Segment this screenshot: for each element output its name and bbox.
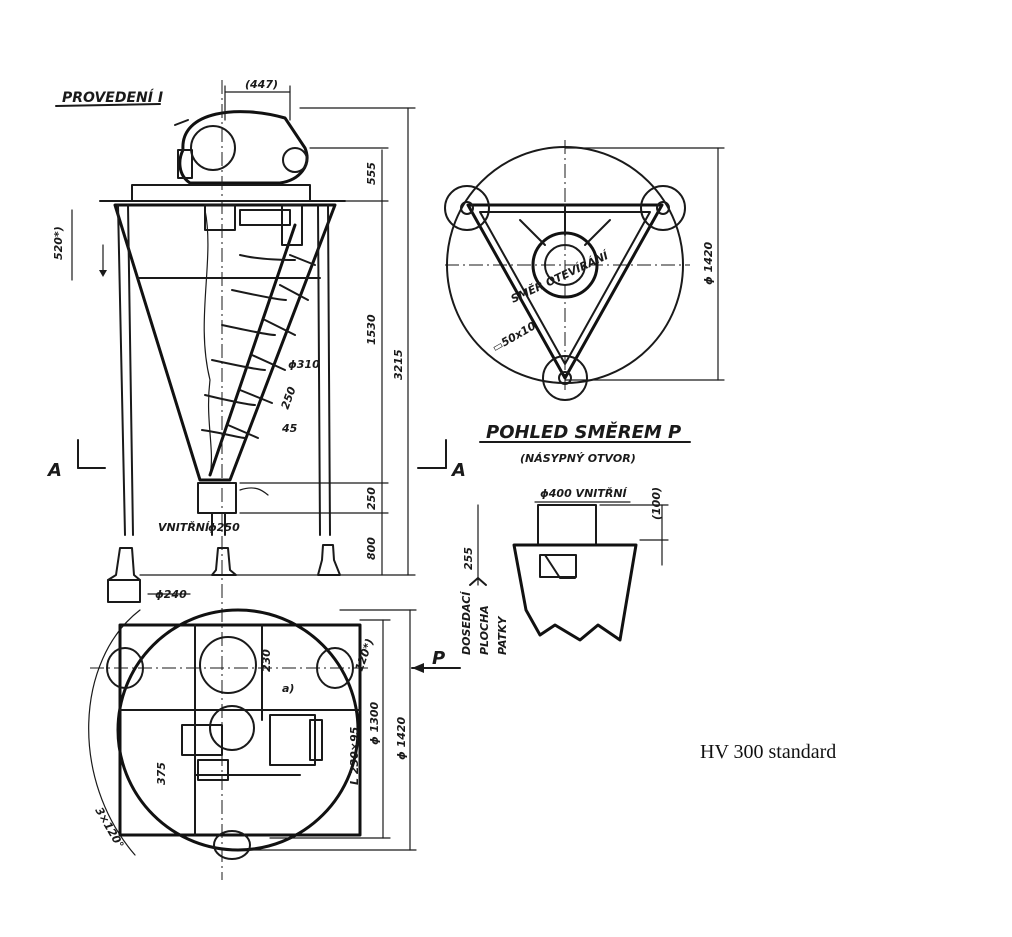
svg-text:ϕ 1300: ϕ 1300 [368, 701, 381, 745]
front-view: PROVEDENÍ I (447) ϕ310 250 45 [46, 78, 466, 880]
svg-text:PLOCHA: PLOCHA [478, 605, 491, 655]
section-mark-right: A [450, 460, 466, 481]
svg-text:375: 375 [155, 762, 168, 785]
svg-text:DOSEDACÍ: DOSEDACÍ [460, 591, 473, 655]
svg-text:800: 800 [365, 537, 378, 560]
svg-text:255: 255 [462, 547, 475, 570]
svg-text:ϕ250: ϕ250 [208, 521, 240, 534]
svg-text:45: 45 [281, 422, 298, 435]
direction-view: POHLED SMĚREM P (NÁSYPNÝ OTVOR) ϕ400 VNI… [460, 421, 691, 655]
front-view-title: PROVEDENÍ I [62, 89, 163, 106]
svg-text:1530: 1530 [365, 314, 378, 345]
svg-text:ϕ400 VNITŘNÍ: ϕ400 VNITŘNÍ [540, 486, 628, 500]
svg-text:ϕ310: ϕ310 [288, 358, 320, 371]
svg-text:555: 555 [365, 162, 378, 185]
svg-text:120*): 120*) [353, 637, 377, 673]
svg-text:230: 230 [260, 649, 273, 672]
svg-text:(100): (100) [650, 487, 663, 520]
svg-text:3215: 3215 [392, 349, 405, 380]
svg-text:250: 250 [365, 487, 378, 510]
model-caption: HV 300 standard [700, 741, 836, 763]
direction-view-title: POHLED SMĚREM P [486, 421, 681, 443]
svg-text:a): a) [282, 682, 294, 695]
svg-text:ϕ 1420: ϕ 1420 [702, 241, 715, 285]
svg-text:520*): 520*) [52, 226, 65, 260]
svg-text:(NÁSYPNÝ OTVOR): (NÁSYPNÝ OTVOR) [520, 452, 636, 465]
svg-text:250: 250 [279, 385, 299, 411]
section-view: a) 230 120*) ϕ 1300 ϕ 1420 375 L 230×95 … [88, 608, 461, 860]
svg-text:PATKY: PATKY [496, 615, 509, 655]
svg-text:ϕ 1420: ϕ 1420 [395, 716, 408, 760]
arrow-p-label: P [432, 648, 445, 669]
svg-text:VNITŘNÍ: VNITŘNÍ [158, 520, 210, 534]
section-mark-left: A [46, 460, 62, 481]
svg-text:▭50x10: ▭50x10 [490, 319, 538, 354]
svg-text:L 230×95: L 230×95 [348, 726, 361, 785]
svg-text:(447): (447) [245, 78, 278, 91]
plan-view-circle: SMĚR OTEVÍRÁNÍ ▭50x10 ϕ 1420 [444, 140, 725, 401]
